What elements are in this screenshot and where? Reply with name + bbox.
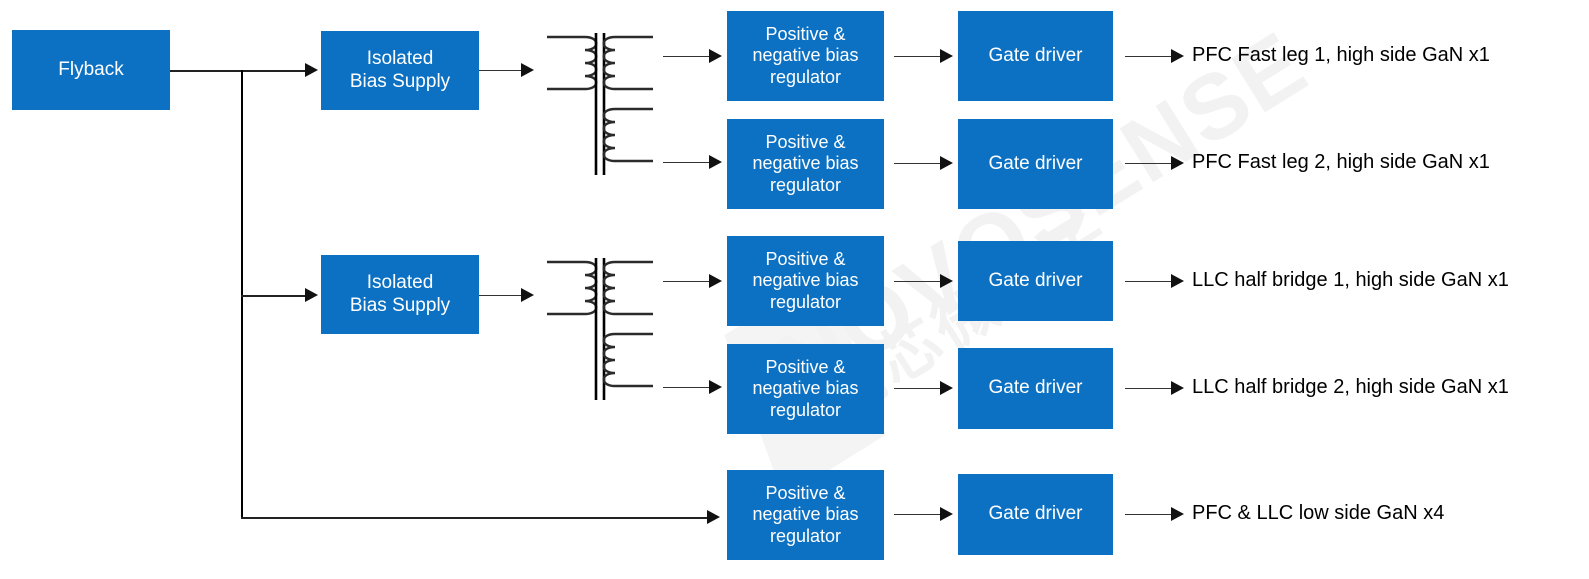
regulator-1-line2: negative bias — [752, 45, 859, 66]
arrowhead-driver-5-input — [940, 507, 953, 521]
transformer-1 — [547, 33, 653, 175]
block-regulator-2[interactable]: Positive & negative bias regulator — [727, 119, 884, 209]
connector-regulator5-to-driver5 — [894, 514, 942, 515]
connector-flyback-to-ibs1 — [170, 70, 305, 72]
block-regulator-4[interactable]: Positive & negative bias regulator — [727, 344, 884, 434]
connector-driver3-to-output3 — [1125, 281, 1173, 282]
connector-transformer2-b-to-regulator-4 — [663, 387, 711, 388]
connector-ibs1-to-transformer1 — [479, 70, 521, 71]
connector-regulator3-to-driver3 — [894, 281, 942, 282]
regulator-3-line1: Positive & — [765, 249, 846, 270]
arrowhead-regulator-3-input — [709, 274, 722, 288]
block-gate-driver-4[interactable]: Gate driver — [958, 348, 1113, 429]
block-flyback[interactable]: Flyback — [12, 30, 170, 110]
output-label-2: PFC Fast leg 2, high side GaN x1 — [1192, 151, 1490, 173]
block-regulator-5[interactable]: Positive & negative bias regulator — [727, 470, 884, 560]
connector-driver4-to-output4 — [1125, 388, 1173, 389]
ibs-1-label-line2: Bias Supply — [349, 70, 451, 92]
block-isolated-bias-supply-2[interactable]: Isolated Bias Supply — [321, 255, 479, 334]
arrowhead-ibs2-input — [305, 288, 318, 302]
connector-driver2-to-output2 — [1125, 163, 1173, 164]
connector-regulator1-to-driver1 — [894, 56, 942, 57]
connector-bus-to-ibs2 — [241, 295, 305, 297]
regulator-1-line1: Positive & — [765, 24, 846, 45]
arrowhead-regulator-1-input — [709, 49, 722, 63]
arrowhead-regulator-2-input — [709, 155, 722, 169]
block-flyback-label: Flyback — [58, 58, 124, 80]
regulator-3-line3: regulator — [769, 291, 842, 312]
arrowhead-transformer-2-input — [521, 288, 534, 302]
arrowhead-output-4 — [1171, 381, 1184, 395]
arrowhead-transformer-1-input — [521, 63, 534, 77]
arrowhead-ibs1-input — [305, 63, 318, 77]
regulator-2-line3: regulator — [769, 174, 842, 195]
output-label-1: PFC Fast leg 1, high side GaN x1 — [1192, 44, 1490, 66]
regulator-1-line3: regulator — [769, 66, 842, 87]
connector-transformer1-b-to-regulator-2 — [663, 162, 711, 163]
connector-regulator4-to-driver4 — [894, 388, 942, 389]
connector-driver5-to-output5 — [1125, 514, 1173, 515]
arrowhead-driver-1-input — [940, 49, 953, 63]
block-gate-driver-2[interactable]: Gate driver — [958, 119, 1113, 209]
connector-bus-to-regulator-5 — [241, 517, 707, 519]
connector-driver1-to-output1 — [1125, 56, 1173, 57]
arrowhead-output-2 — [1171, 156, 1184, 170]
block-regulator-3[interactable]: Positive & negative bias regulator — [727, 236, 884, 326]
arrowhead-regulator-4-input — [709, 380, 722, 394]
connector-transformer1-a-to-regulator-1 — [663, 56, 711, 57]
regulator-5-line2: negative bias — [752, 504, 859, 525]
gate-driver-1-label: Gate driver — [988, 44, 1083, 66]
connector-ibs2-to-transformer2 — [479, 295, 521, 296]
output-label-4: LLC half bridge 2, high side GaN x1 — [1192, 376, 1509, 398]
regulator-3-line2: negative bias — [752, 270, 859, 291]
connector-main-vertical-bus — [241, 70, 243, 518]
block-isolated-bias-supply-1[interactable]: Isolated Bias Supply — [321, 31, 479, 110]
arrowhead-driver-4-input — [940, 381, 953, 395]
connector-regulator2-to-driver2 — [894, 163, 942, 164]
gate-driver-4-label: Gate driver — [988, 377, 1083, 399]
block-gate-driver-5[interactable]: Gate driver — [958, 474, 1113, 555]
gate-driver-2-label: Gate driver — [988, 152, 1083, 174]
connector-transformer2-a-to-regulator-3 — [663, 281, 711, 282]
block-gate-driver-3[interactable]: Gate driver — [958, 241, 1113, 321]
output-label-5: PFC & LLC low side GaN x4 — [1192, 502, 1445, 524]
transformer-2 — [547, 258, 653, 400]
regulator-5-line1: Positive & — [765, 483, 846, 504]
regulator-4-line2: negative bias — [752, 378, 859, 399]
ibs-2-label-line1: Isolated — [366, 272, 434, 294]
ibs-1-label-line1: Isolated — [366, 48, 434, 70]
output-label-3: LLC half bridge 1, high side GaN x1 — [1192, 269, 1509, 291]
regulator-2-line2: negative bias — [752, 153, 859, 174]
ibs-2-label-line2: Bias Supply — [349, 294, 451, 316]
arrowhead-driver-3-input — [940, 274, 953, 288]
arrowhead-output-1 — [1171, 49, 1184, 63]
regulator-4-line3: regulator — [769, 399, 842, 420]
gate-driver-3-label: Gate driver — [988, 269, 1083, 291]
arrowhead-output-5 — [1171, 507, 1184, 521]
gate-driver-5-label: Gate driver — [988, 503, 1083, 525]
arrowhead-output-3 — [1171, 274, 1184, 288]
block-regulator-1[interactable]: Positive & negative bias regulator — [727, 11, 884, 101]
arrowhead-regulator-5-input — [707, 510, 720, 524]
block-gate-driver-1[interactable]: Gate driver — [958, 11, 1113, 101]
regulator-4-line1: Positive & — [765, 357, 846, 378]
regulator-2-line1: Positive & — [765, 132, 846, 153]
regulator-5-line3: regulator — [769, 525, 842, 546]
arrowhead-driver-2-input — [940, 156, 953, 170]
